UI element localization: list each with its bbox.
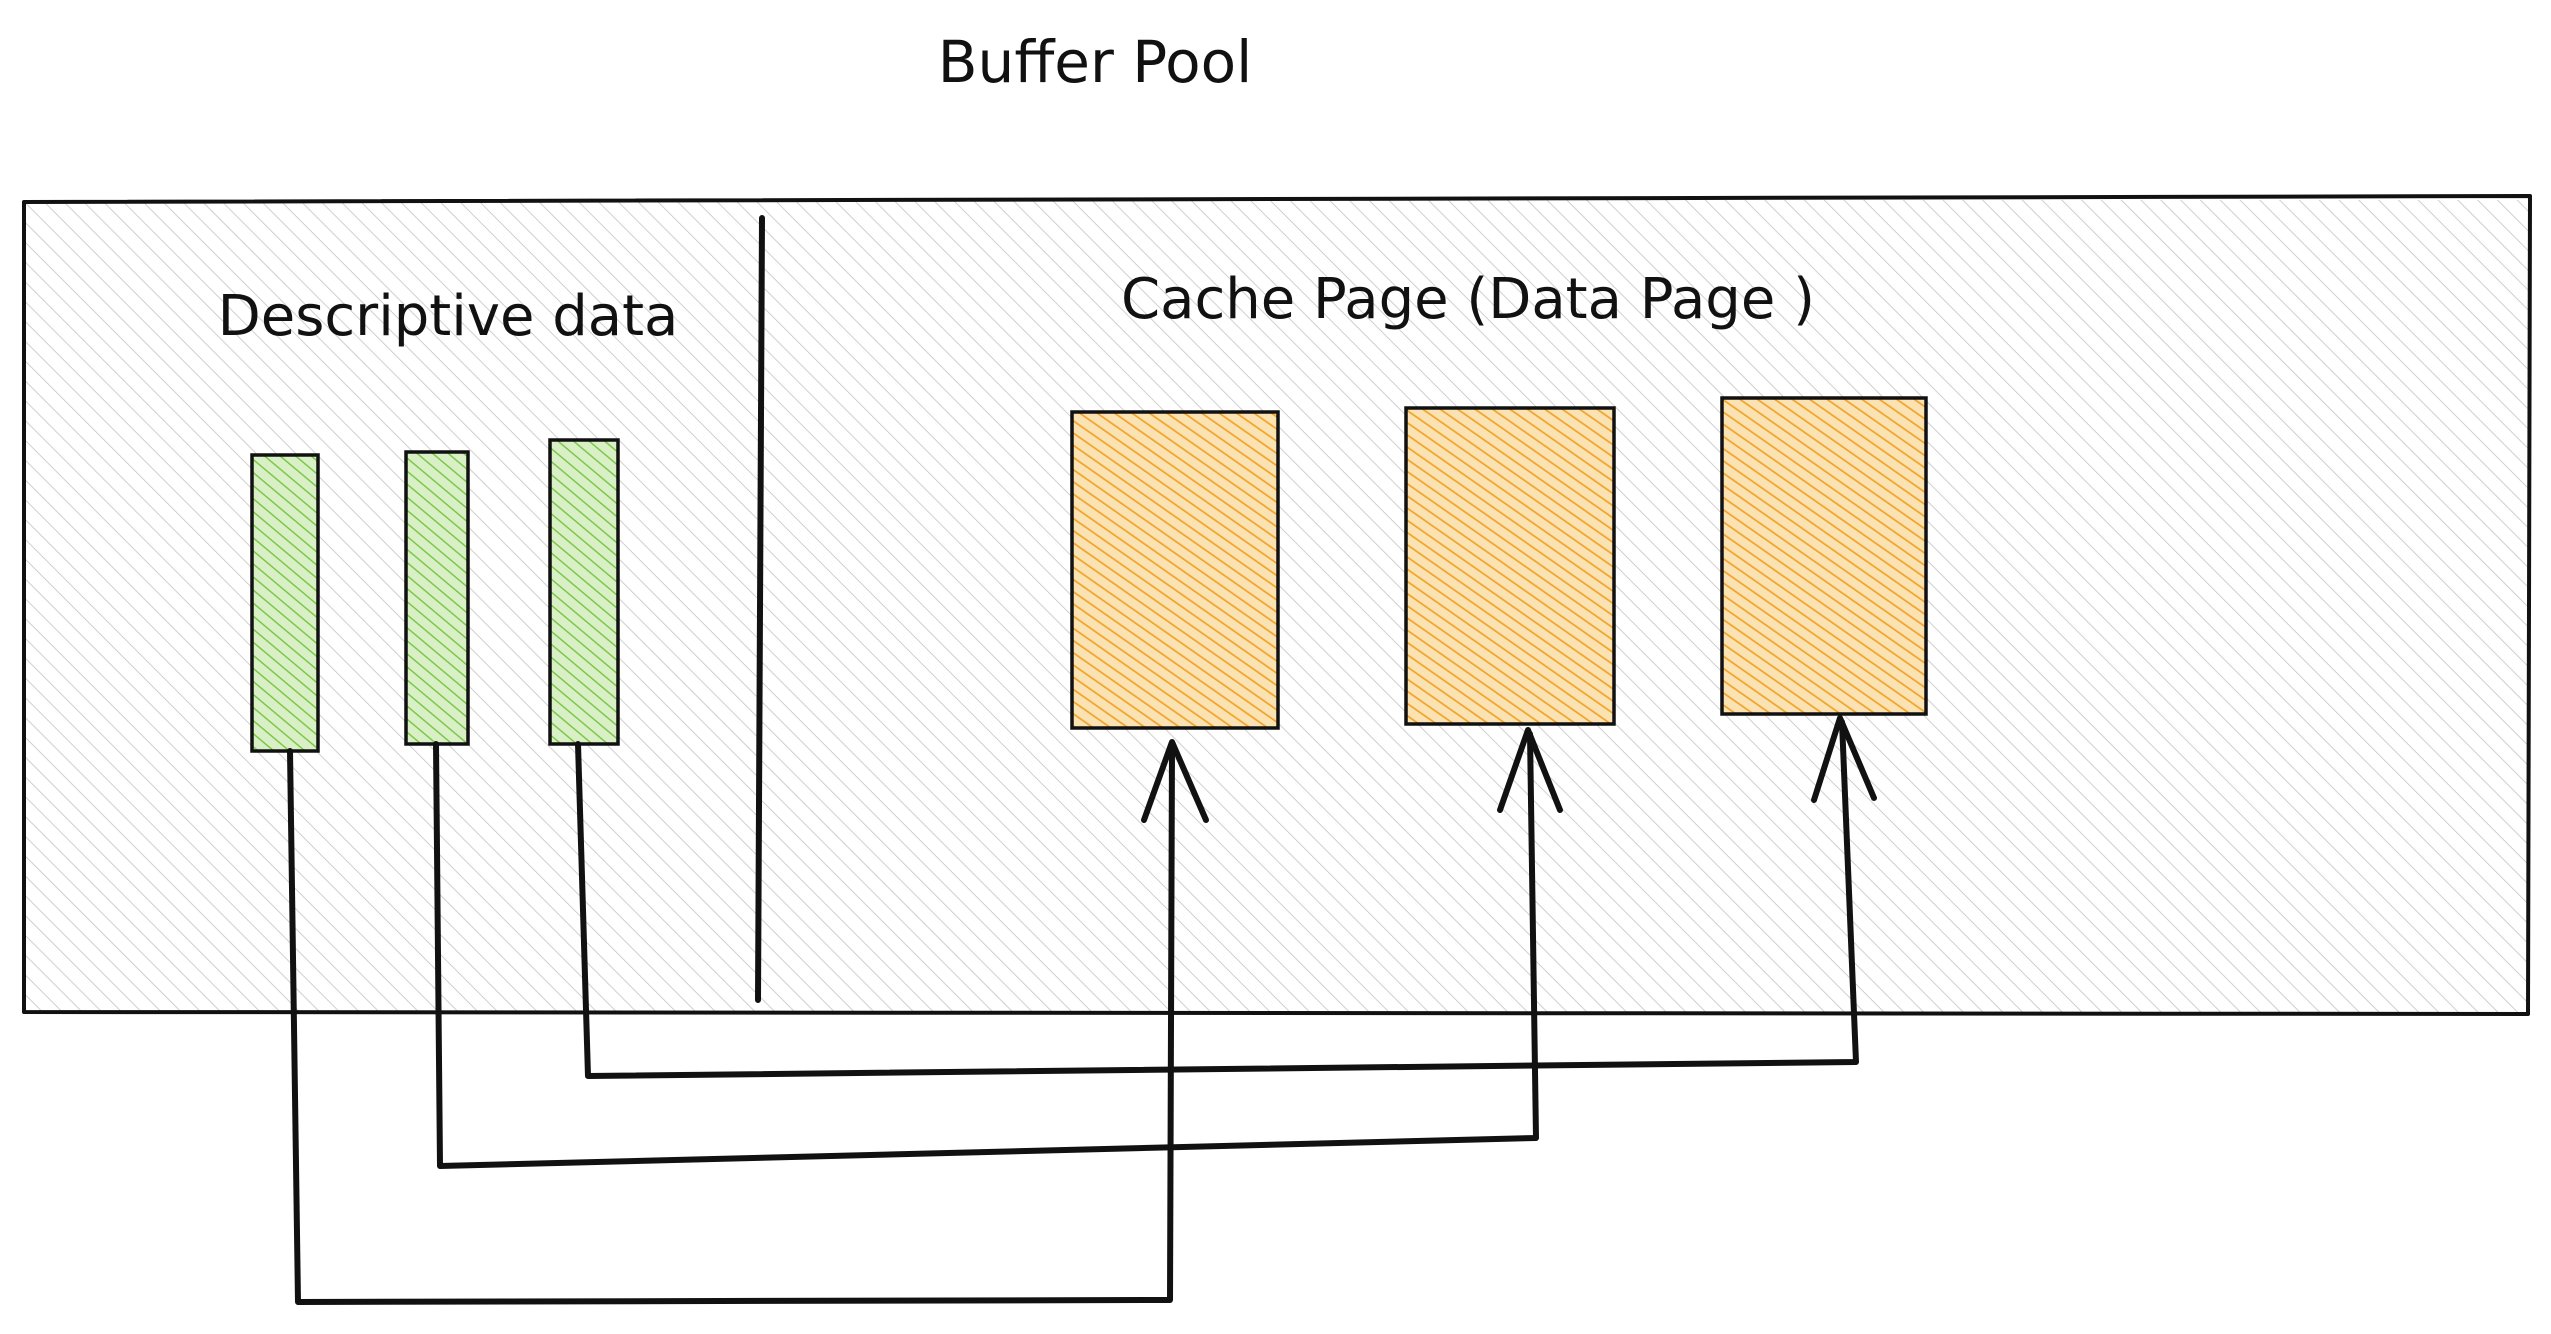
section-divider [755,215,765,1003]
descriptive-block-3 [548,438,620,746]
descriptive-block-1 [250,453,320,753]
cache-page-1 [1070,410,1280,730]
cache-page-label: Cache Page (Data Page ) [1121,267,1815,332]
descriptive-block-2 [404,450,470,746]
cache-page-3 [1720,396,1928,716]
connector-block-1-to-page-1 [287,743,1175,1305]
arrowhead-page-2 [1497,727,1563,813]
connector-block-3-to-page-3 [575,719,1859,1079]
arrowhead-page-3 [1811,715,1877,803]
connector-block-2-to-page-2 [433,731,1539,1169]
diagram-title: Buffer Pool [938,28,1252,96]
cache-page-2 [1404,406,1616,726]
arrowhead-page-1 [1141,739,1209,823]
descriptive-data-label: Descriptive data [218,284,679,349]
